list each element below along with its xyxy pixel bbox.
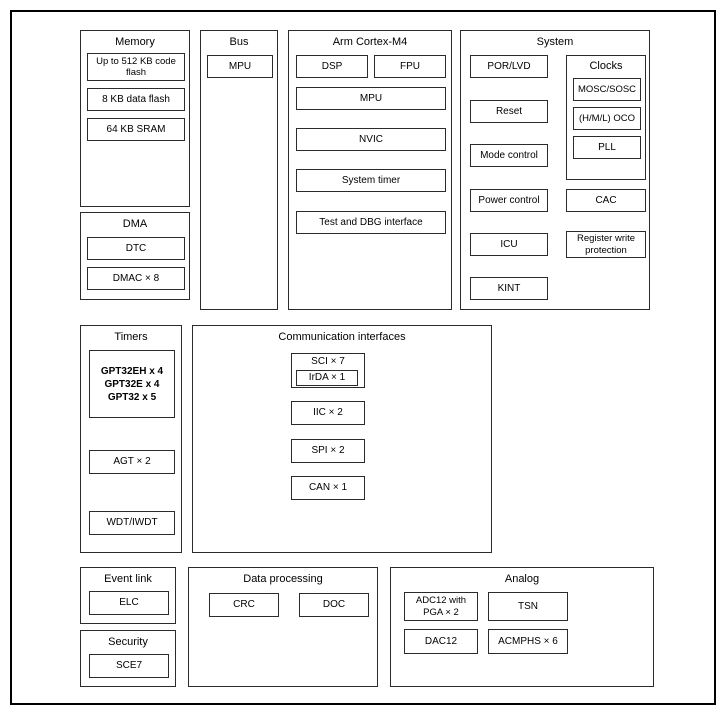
block-doc: DOC: [299, 593, 369, 617]
block-fpu: FPU: [374, 55, 446, 78]
block-acmphs: ACMPHS × 6: [488, 629, 568, 654]
group-communication-interfaces: Communication interfaces SCI × 7 IrDA × …: [192, 325, 492, 553]
block-pll: PLL: [573, 136, 641, 159]
block-code-flash: Up to 512 KB code flash: [87, 53, 185, 81]
block-iic: IIC × 2: [291, 401, 365, 425]
block-system-timer: System timer: [296, 169, 446, 192]
subgroup-clocks-title: Clocks: [589, 60, 623, 72]
group-timers-title: Timers: [114, 331, 148, 343]
block-sram: 64 KB SRAM: [87, 118, 185, 141]
block-bus-mpu: MPU: [207, 55, 273, 78]
block-cac: CAC: [566, 189, 646, 212]
block-kint: KINT: [470, 277, 548, 300]
block-agt: AGT × 2: [89, 450, 175, 474]
block-wdt-iwdt: WDT/IWDT: [89, 511, 175, 535]
block-irda: IrDA × 1: [296, 370, 358, 386]
subgroup-clocks: Clocks MOSC/SOSC (H/M/L) OCO PLL: [566, 55, 646, 180]
chip-outer-frame: Memory Up to 512 KB code flash 8 KB data…: [10, 10, 716, 705]
block-spi: SPI × 2: [291, 439, 365, 463]
group-event-link: Event link ELC: [80, 567, 176, 624]
block-crc: CRC: [209, 593, 279, 617]
block-sci-label: SCI × 7: [311, 356, 345, 367]
block-cpu-mpu: MPU: [296, 87, 446, 110]
group-bus-title: Bus: [229, 36, 249, 48]
group-data-processing-title: Data processing: [243, 573, 323, 585]
group-bus: Bus MPU: [200, 30, 278, 310]
block-icu: ICU: [470, 233, 548, 256]
block-dtc: DTC: [87, 237, 185, 260]
group-memory-title: Memory: [115, 36, 155, 48]
block-dsp: DSP: [296, 55, 368, 78]
block-dac12: DAC12: [404, 629, 478, 654]
group-system-title: System: [536, 36, 574, 48]
block-dmac: DMAC × 8: [87, 267, 185, 290]
group-dma-title: DMA: [122, 218, 148, 230]
group-dma: DMA DTC DMAC × 8: [80, 212, 190, 300]
block-test-dbg-interface: Test and DBG interface: [296, 211, 446, 234]
group-comm-title: Communication interfaces: [278, 331, 406, 343]
block-mode-control: Mode control: [470, 144, 548, 167]
group-data-processing: Data processing CRC DOC: [188, 567, 378, 687]
block-gpt32: GPT32EH x 4 GPT32E x 4 GPT32 x 5: [89, 350, 175, 418]
block-register-write-protection: Register write protection: [566, 231, 646, 258]
block-por-lvd: POR/LVD: [470, 55, 548, 78]
block-adc12-pga: ADC12 with PGA × 2: [404, 592, 478, 621]
block-nvic: NVIC: [296, 128, 446, 151]
group-security: Security SCE7: [80, 630, 176, 687]
group-memory: Memory Up to 512 KB code flash 8 KB data…: [80, 30, 190, 207]
block-reset: Reset: [470, 100, 548, 123]
block-data-flash: 8 KB data flash: [87, 88, 185, 111]
group-arm-cortex-m4: Arm Cortex-M4 DSP FPU MPU NVIC System ti…: [288, 30, 452, 310]
block-mosc-sosc: MOSC/SOSC: [573, 78, 641, 101]
group-cpu-title: Arm Cortex-M4: [332, 36, 408, 48]
group-analog: Analog ADC12 with PGA × 2 TSN DAC12 ACMP…: [390, 567, 654, 687]
group-analog-title: Analog: [504, 573, 540, 585]
group-event-link-title: Event link: [104, 573, 152, 585]
group-system: System POR/LVD Reset Mode control Power …: [460, 30, 650, 310]
block-elc: ELC: [89, 591, 169, 615]
group-security-title: Security: [108, 636, 148, 648]
block-tsn: TSN: [488, 592, 568, 621]
block-hml-oco: (H/M/L) OCO: [573, 107, 641, 130]
block-sce7: SCE7: [89, 654, 169, 678]
block-can: CAN × 1: [291, 476, 365, 500]
block-sci: SCI × 7 IrDA × 1: [291, 353, 365, 388]
block-power-control: Power control: [470, 189, 548, 212]
group-timers: Timers GPT32EH x 4 GPT32E x 4 GPT32 x 5 …: [80, 325, 182, 553]
